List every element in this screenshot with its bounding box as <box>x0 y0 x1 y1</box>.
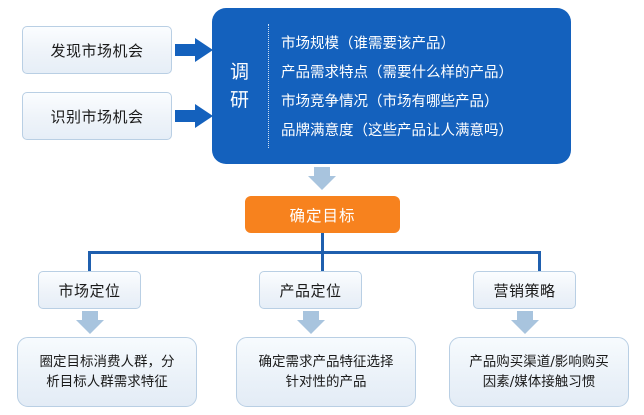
arrow-right-icon-discover <box>175 38 215 62</box>
connector-horizontal-bar <box>88 251 541 254</box>
input-box-identify-opportunity[interactable]: 识别市场机会 <box>22 92 172 140</box>
branch-box-marketing-strategy[interactable]: 营销策略 <box>473 271 576 309</box>
arrow-shaft <box>175 44 197 56</box>
arrow-head <box>76 320 104 334</box>
research-panel-side-label: 调 研 <box>212 8 268 164</box>
arrow-head <box>195 104 213 128</box>
detail-box-product-position-line-2: 针对性的产品 <box>285 374 367 390</box>
branch-box-product-position[interactable]: 产品定位 <box>259 271 362 309</box>
research-panel-item-list: 市场规模（谁需要该产品） 产品需求特点（需要什么样的产品） 市场竞争情况（市场有… <box>281 30 513 146</box>
arrow-head <box>297 320 325 334</box>
goal-box[interactable]: 确定目标 <box>245 196 400 233</box>
detail-box-product-position[interactable]: 确定需求产品特征选择 针对性的产品 <box>236 337 416 407</box>
arrow-shaft <box>175 110 197 122</box>
branch-box-market-position[interactable]: 市场定位 <box>38 271 141 309</box>
detail-box-market-position[interactable]: 圈定目标消费人群，分 析目标人群需求特征 <box>17 337 197 407</box>
branch-box-market-position-label: 市场定位 <box>58 281 121 300</box>
input-box-identify-opportunity-label: 识别市场机会 <box>50 107 144 126</box>
arrow-head <box>511 320 539 334</box>
branch-box-product-position-label: 产品定位 <box>279 281 342 300</box>
arrow-down-icon-marketing-strategy <box>511 311 539 336</box>
arrow-shaft <box>517 311 533 322</box>
detail-box-product-position-line-1: 确定需求产品特征选择 <box>258 354 394 370</box>
arrow-down-icon-market-position <box>76 311 104 336</box>
branch-box-marketing-strategy-label: 营销策略 <box>493 281 556 300</box>
arrow-shaft <box>314 167 330 178</box>
arrow-down-icon-panel-to-goal <box>308 167 336 192</box>
arrow-right-icon-identify <box>175 104 215 128</box>
detail-box-market-position-line-1: 圈定目标消费人群，分 <box>39 354 175 370</box>
research-panel-item-1: 市场规模（谁需要该产品） <box>281 36 455 52</box>
goal-box-label: 确定目标 <box>289 206 356 225</box>
input-box-discover-opportunity[interactable]: 发现市场机会 <box>22 26 172 74</box>
connector-goal-stem <box>321 233 324 253</box>
research-panel[interactable]: 调 研 市场规模（谁需要该产品） 产品需求特点（需要什么样的产品） 市场竞争情况… <box>212 8 571 164</box>
connector-drop-product-position <box>321 251 324 273</box>
research-panel-item-4: 品牌满意度（这些产品让人满意吗） <box>281 123 513 139</box>
research-panel-item-2: 产品需求特点（需要什么样的产品） <box>281 65 513 81</box>
arrow-shaft <box>303 311 319 322</box>
input-box-discover-opportunity-label: 发现市场机会 <box>50 41 144 60</box>
arrow-head <box>308 176 336 190</box>
detail-box-market-position-line-2: 析目标人群需求特征 <box>46 374 168 390</box>
detail-box-marketing-strategy[interactable]: 产品购买渠道/影响购买 因素/媒体接触习惯 <box>449 337 629 407</box>
detail-box-marketing-strategy-line-1: 产品购买渠道/影响购买 <box>469 354 609 370</box>
arrow-head <box>195 38 213 62</box>
detail-box-marketing-strategy-line-2: 因素/媒体接触习惯 <box>482 374 596 390</box>
research-panel-side-char-2: 研 <box>229 89 250 111</box>
arrow-down-icon-product-position <box>297 311 325 336</box>
connector-drop-market-position <box>88 251 91 273</box>
panel-dotted-divider <box>268 24 269 148</box>
research-panel-side-char-1: 调 <box>229 61 250 83</box>
connector-drop-marketing-strategy <box>538 251 541 273</box>
research-panel-item-3: 市场竞争情况（市场有哪些产品） <box>281 94 499 110</box>
arrow-shaft <box>82 311 98 322</box>
